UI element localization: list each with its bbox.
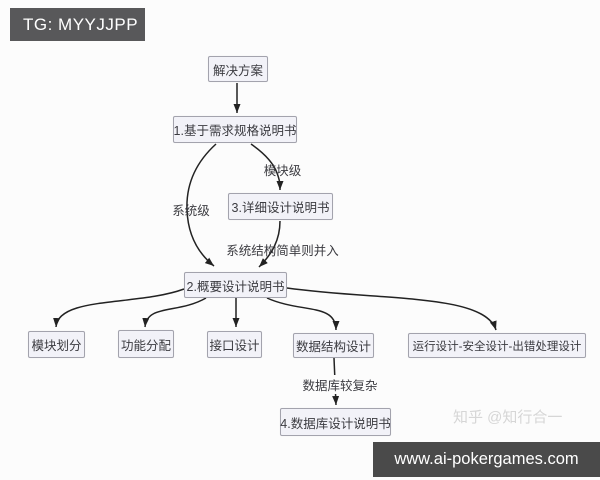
site-url-bar: www.ai-pokergames.com: [373, 442, 600, 477]
node-function-allocation: 功能分配: [118, 330, 174, 358]
edge-label-complex-database: 数据库较复杂: [300, 375, 380, 394]
edge-label-module-level: 模块级: [263, 164, 302, 178]
node-detail-design-spec: 3.详细设计说明书: [228, 193, 333, 220]
node-interface-design: 接口设计: [207, 331, 262, 358]
node-module-division: 模块划分: [28, 331, 85, 358]
edge-outline-to-datastructure: [266, 297, 340, 331]
node-run-safety-error-design: 运行设计-安全设计-出错处理设计: [408, 333, 586, 358]
edge-detail-to-outline: [258, 220, 281, 268]
edge-label-system-level: 系统级: [172, 204, 210, 218]
zhihu-watermark: 知乎 @知行合一: [453, 409, 563, 426]
node-solution: 解决方案: [208, 56, 268, 82]
tg-badge: TG: MYYJJPP: [10, 8, 145, 41]
edge-outline-to-rundesign: [286, 287, 497, 331]
node-requirement-spec: 1.基于需求规格说明书: [173, 116, 297, 143]
node-database-design-spec: 4.数据库设计说明书: [280, 408, 391, 436]
edge-req-to-outline-systemlevel: [186, 143, 217, 267]
node-data-structure-design: 数据结构设计: [293, 333, 374, 358]
edge-req-to-detail-modulelevel: [250, 143, 284, 191]
edge-outline-to-moduledivision: [53, 288, 185, 328]
edge-outline-to-functionallocation: [142, 297, 207, 328]
edge-label-simple-merge: 系统结构简单则并入: [226, 244, 339, 258]
node-outline-design-spec: 2.概要设计说明书: [184, 272, 287, 298]
